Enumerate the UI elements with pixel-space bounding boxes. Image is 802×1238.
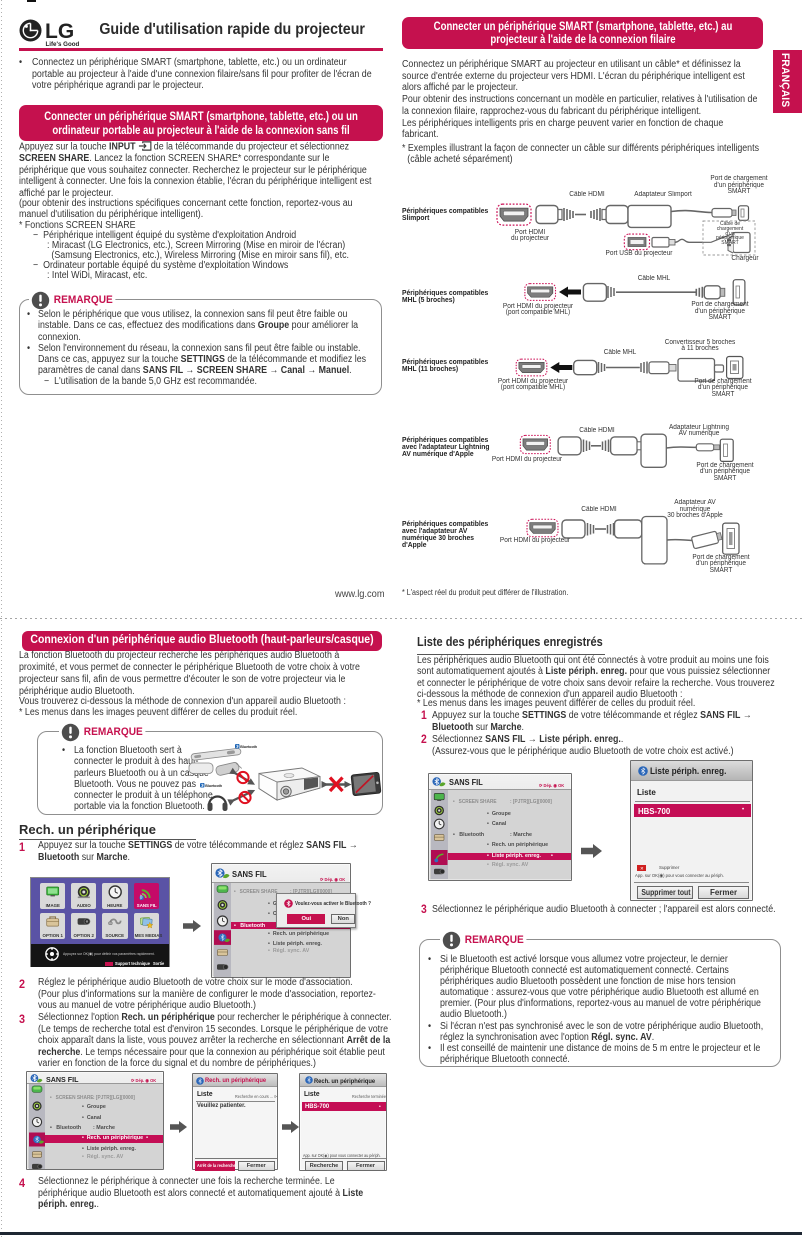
svg-text:Life's Good: Life's Good bbox=[46, 41, 80, 48]
svg-text:LG: LG bbox=[45, 20, 74, 43]
